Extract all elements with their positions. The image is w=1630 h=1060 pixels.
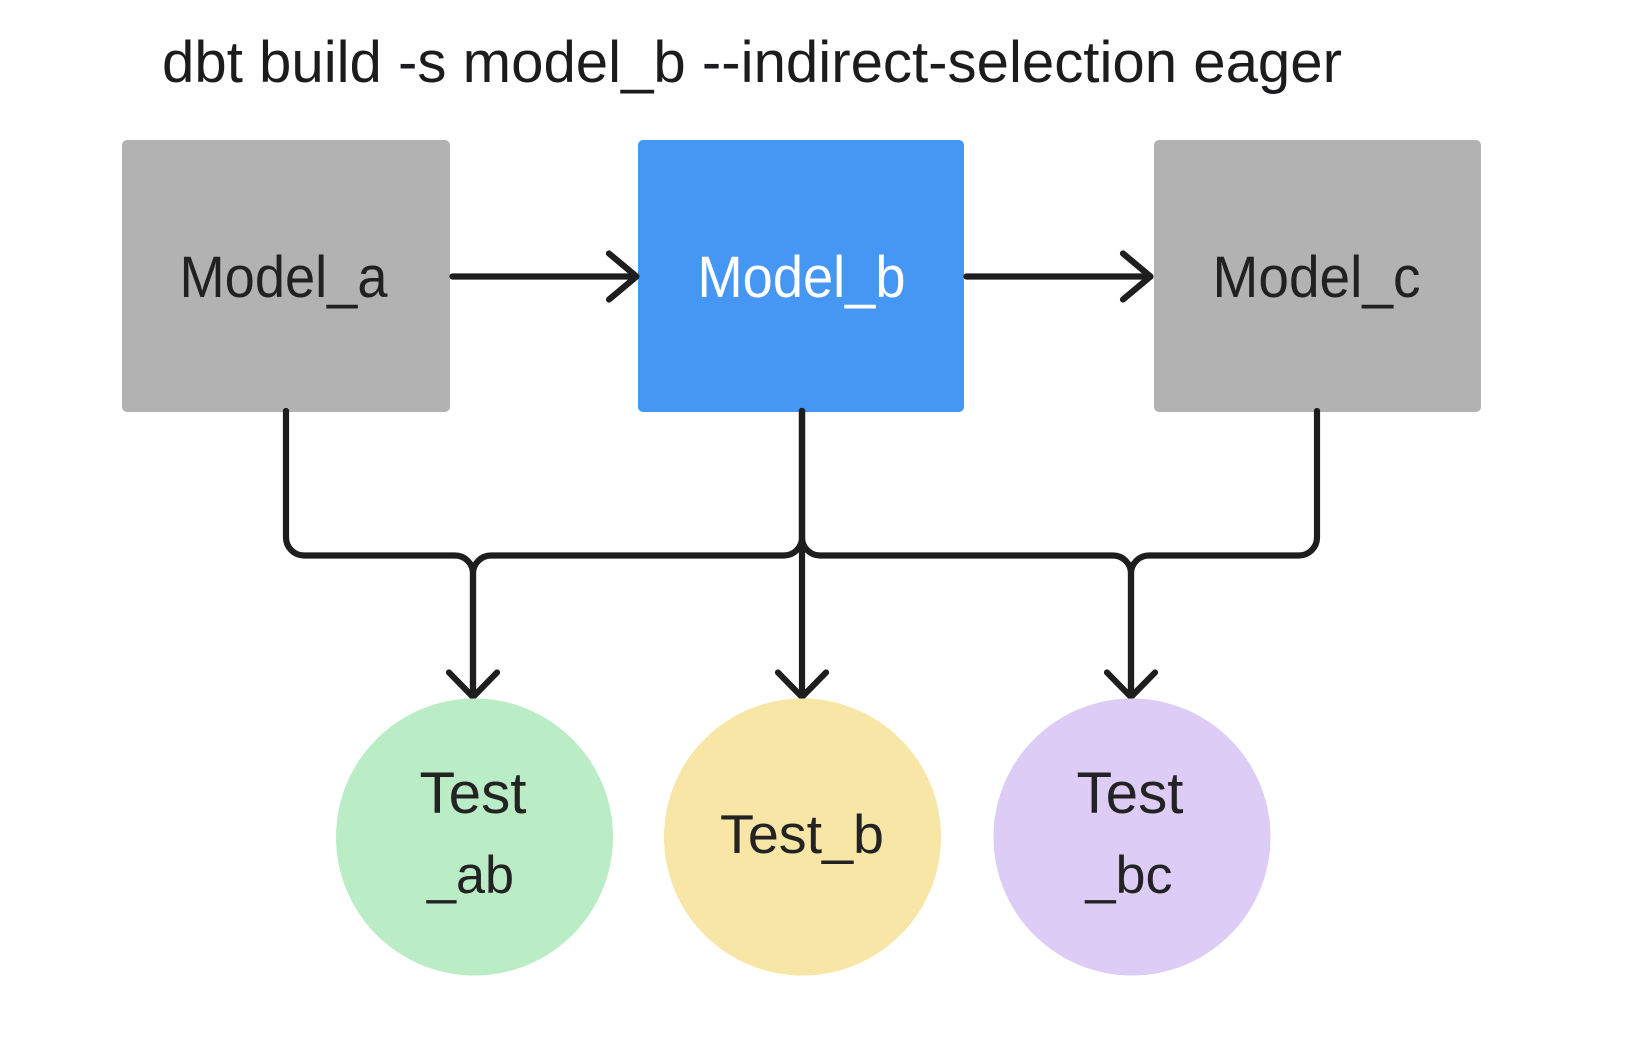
svg-text:_ab: _ab (426, 846, 514, 905)
svg-text:Model_a: Model_a (180, 245, 389, 310)
svg-text:Model_b: Model_b (698, 245, 906, 310)
svg-text:Test: Test (420, 761, 527, 826)
svg-text:Test: Test (1077, 761, 1184, 826)
svg-text:dbt build -s model_b --indirec: dbt build -s model_b --indirect-selectio… (162, 30, 1342, 95)
svg-text:Test_b: Test_b (720, 804, 884, 865)
svg-text:_bc: _bc (1084, 846, 1172, 905)
svg-text:Model_c: Model_c (1213, 245, 1421, 310)
